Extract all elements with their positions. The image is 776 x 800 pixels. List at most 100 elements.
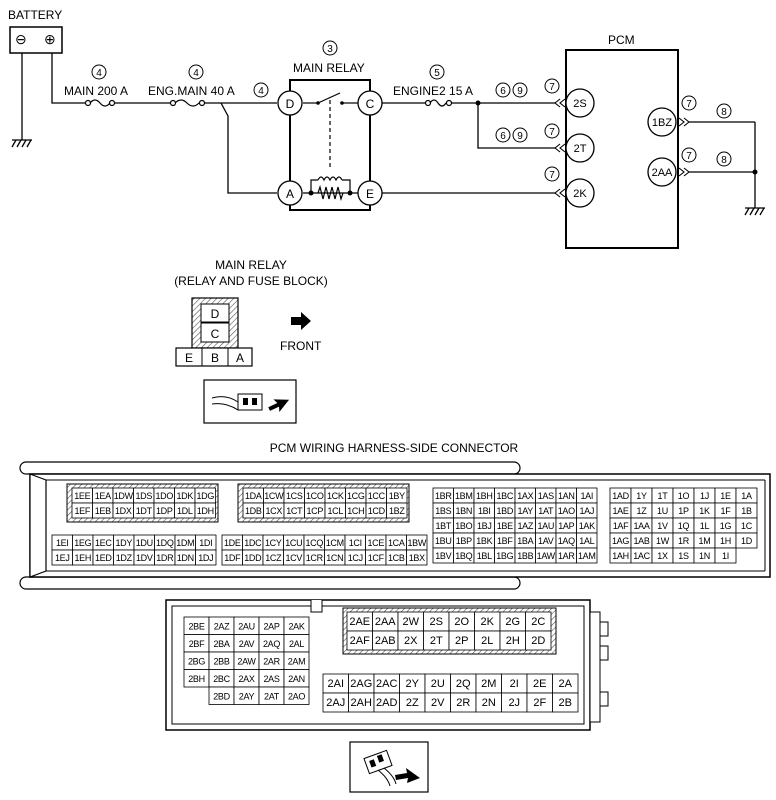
pin-label: 1U (657, 506, 668, 516)
callout-8-2aa: 8 (716, 151, 732, 167)
pin-label: 1DP (156, 506, 173, 516)
pin-label: 1BT (435, 521, 451, 531)
pin-label: 2AD (376, 697, 397, 709)
pin-label: 1EG (74, 538, 91, 548)
pin-label: 1CU (285, 538, 302, 548)
pin-label: 2AJ (326, 697, 345, 709)
main-fuse-icon (84, 99, 116, 107)
battery: BATTERY ⊖ ⊕ (8, 8, 63, 54)
pin-label: 1C (741, 521, 753, 531)
pin-label: 1AP (558, 521, 574, 531)
pcm-terminal-2s: 2S (565, 88, 595, 118)
pin-label: 1B (741, 506, 752, 516)
relay-block-a: A (236, 351, 244, 365)
pin-label: 1DJ (198, 553, 213, 563)
pin-label: 2J (508, 697, 520, 709)
pin-label: 1CK (327, 491, 344, 501)
pin-label: 2S (430, 616, 443, 628)
svg-text:5: 5 (434, 68, 440, 79)
pin-label: 1AE (612, 506, 628, 516)
relay-block-view: D C E B A (175, 297, 253, 367)
pin-cell (283, 686, 310, 705)
callout-4-wire: 4 (253, 82, 269, 98)
callout-7-2t: 7 (544, 123, 560, 139)
pin-label: 1DY (115, 538, 132, 548)
callout-6-9-upper: 6 9 (495, 82, 528, 98)
pin-label: 2AX (238, 674, 254, 684)
battery-plus-symbol: ⊕ (44, 31, 56, 47)
pin-label: 2G (505, 616, 520, 628)
pin-label: 2BG (188, 656, 205, 666)
pin-label: 1BH (476, 491, 493, 501)
svg-text:8: 8 (721, 155, 727, 166)
pin-label: 1CF (368, 553, 385, 563)
pin-cell (735, 532, 758, 549)
relay-block-c: C (211, 327, 220, 341)
pin-label: 2D (531, 635, 545, 647)
pin-label: 1AG (612, 536, 629, 546)
pin-cell (552, 692, 579, 713)
eng-main-fuse-label: ENG.MAIN 40 A (148, 84, 235, 98)
pin-label: 2AL (289, 639, 304, 649)
pcm-terminal-2t: 2T (565, 133, 595, 163)
svg-text:C: C (366, 97, 375, 111)
pin-label: 2L (481, 635, 493, 647)
pin-label: 1BX (409, 553, 425, 563)
callout-5-engine2-fuse: 5 (429, 64, 445, 80)
pin-label: 1BP (456, 536, 472, 546)
callout-7-2s: 7 (544, 78, 560, 94)
pin-label: 1S (678, 551, 689, 561)
pin-label: 1I (722, 551, 729, 561)
battery-ground-icon (11, 53, 32, 148)
pin-label: 1BM (455, 491, 473, 501)
pin-label: 1AU (537, 521, 554, 531)
pcm-ground-icon (744, 207, 765, 216)
pin-label: 1DO (155, 491, 173, 501)
pin-label: 2O (454, 616, 469, 628)
pin-label: 1BN (455, 506, 472, 516)
pin-label: 1CI (349, 538, 362, 548)
pin-label: 1CE (367, 538, 384, 548)
pin-label: 1BO (455, 521, 472, 531)
pin-label: 1EE (74, 491, 90, 501)
pin-label: 2AT (264, 691, 280, 701)
pin-label: 1CC (368, 491, 386, 501)
pin-label: 1CP (306, 506, 323, 516)
pin-label: 1AF (613, 521, 629, 531)
pin-label: 1AK (579, 521, 595, 531)
relay-terminal-d: D (277, 90, 303, 116)
pin-label: 1CB (388, 553, 405, 563)
pin-label: 1AL (579, 536, 594, 546)
relay-block-title: MAIN RELAY (215, 258, 287, 272)
pin-label: 1N (699, 551, 710, 561)
pin-label: 1AX (517, 491, 533, 501)
pin-label: 1CA (388, 538, 405, 548)
relay-block-subtitle: (RELAY AND FUSE BLOCK) (174, 274, 328, 288)
eng-main-fuse-icon (169, 99, 206, 107)
pcm-connector-title: PCM WIRING HARNESS-SIDE CONNECTOR (270, 441, 519, 455)
pin-label: 1DM (176, 538, 194, 548)
pin-label: 2R (456, 697, 470, 709)
callout-7-1bz: 7 (681, 95, 697, 111)
pin-label: 2Q (456, 678, 471, 690)
pin-label: 1CY (265, 538, 282, 548)
callout-4-eng-main-fuse: 4 (188, 64, 204, 80)
relay-terminal-e: E (357, 180, 383, 206)
pin-label: 2AO (288, 691, 305, 701)
pcm-label: PCM (608, 33, 635, 47)
svg-text:8: 8 (721, 107, 727, 118)
pin-label: 1DR (156, 553, 174, 563)
pin-label: 1EF (74, 506, 90, 516)
connector-view-icon (203, 379, 297, 424)
pin-label: 1DQ (156, 538, 174, 548)
pin-label: 1CT (286, 506, 303, 516)
pin-label: 2AH (351, 697, 372, 709)
pin-label: 1EA (95, 491, 111, 501)
pin-label: 2W (403, 616, 420, 628)
pin-label: 1AJ (579, 506, 594, 516)
